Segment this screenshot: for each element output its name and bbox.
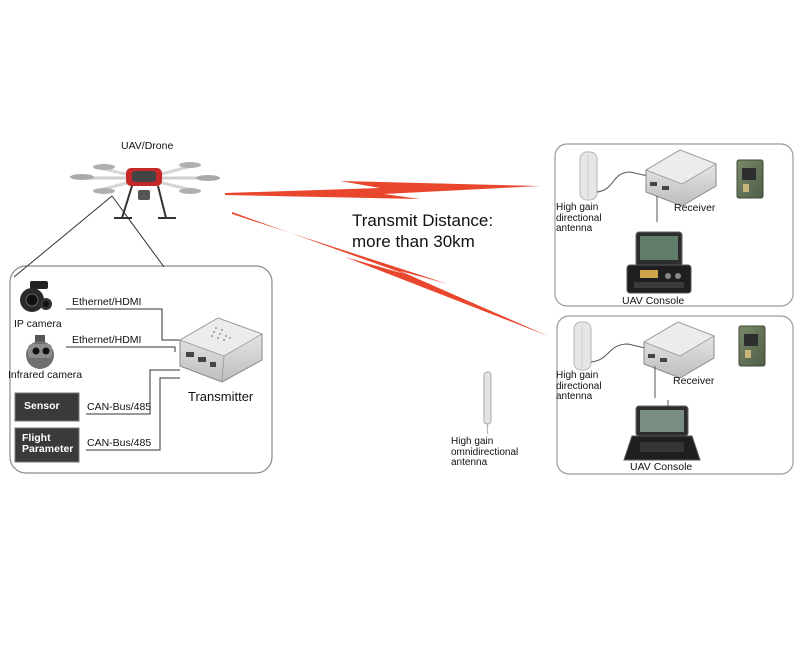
gs2-receiver-label: Receiver <box>673 375 715 387</box>
gs2-antenna-cable <box>590 343 646 363</box>
link-label-ethernet-1: Ethernet/HDMI <box>72 296 142 308</box>
gs2-module-board-icon <box>738 325 766 367</box>
transmit-distance-title: Transmit Distance: <box>352 211 494 230</box>
signal-link-upper <box>225 181 540 199</box>
link-line-4 <box>86 377 180 451</box>
omni-antenna-icon <box>483 371 492 434</box>
gs1-console-icon <box>626 231 692 294</box>
sensor-label: Sensor <box>24 400 60 412</box>
transmitter-device-icon <box>179 317 263 383</box>
flight-parameter-label: Flight Parameter <box>22 432 74 455</box>
gs1-directional-antenna-icon <box>579 151 598 201</box>
signal-link-lower <box>232 212 548 336</box>
gs2-antenna-label: High gain directional antenna <box>556 370 602 402</box>
infrared-camera-icon <box>26 335 54 369</box>
transmitter-label: Transmitter <box>188 389 254 404</box>
link-label-canbus-1: CAN-Bus/485 <box>87 401 152 413</box>
link-line-1 <box>66 308 180 341</box>
gs2-directional-antenna-icon <box>573 321 592 371</box>
zoom-line-right <box>111 195 165 268</box>
sensor-box <box>14 392 80 422</box>
link-line-2 <box>66 346 176 352</box>
omni-antenna-label: High gain omnidirectional antenna <box>451 436 519 468</box>
zoom-line-left <box>13 195 113 278</box>
gs1-receiver-label: Receiver <box>674 202 716 214</box>
ground-station-2-panel <box>556 315 794 475</box>
link-label-canbus-2: CAN-Bus/485 <box>87 437 152 449</box>
gs1-receiver-device-icon <box>645 149 717 207</box>
gs2-receiver-device-icon <box>643 321 715 379</box>
gs2-console-label: UAV Console <box>630 461 693 473</box>
link-line-3 <box>86 369 180 415</box>
payload-panel <box>9 265 273 474</box>
infrared-camera-label: Infrared camera <box>8 369 83 381</box>
ip-camera-icon <box>20 281 52 312</box>
ip-camera-label: IP camera <box>14 318 62 330</box>
transmit-distance-value: more than 30km <box>352 232 475 251</box>
flight-parameter-box <box>14 427 80 463</box>
gs1-module-board-icon <box>736 159 764 199</box>
ground-station-1-panel <box>554 143 794 307</box>
link-label-ethernet-2: Ethernet/HDMI <box>72 334 142 346</box>
drone-label: UAV/Drone <box>121 140 174 152</box>
gs2-console-icon <box>623 400 701 461</box>
gs1-console-label: UAV Console <box>622 295 685 307</box>
gs1-antenna-cable <box>596 171 649 193</box>
drone-icon <box>70 162 220 219</box>
gs1-antenna-label: High gain directional antenna <box>556 202 602 234</box>
